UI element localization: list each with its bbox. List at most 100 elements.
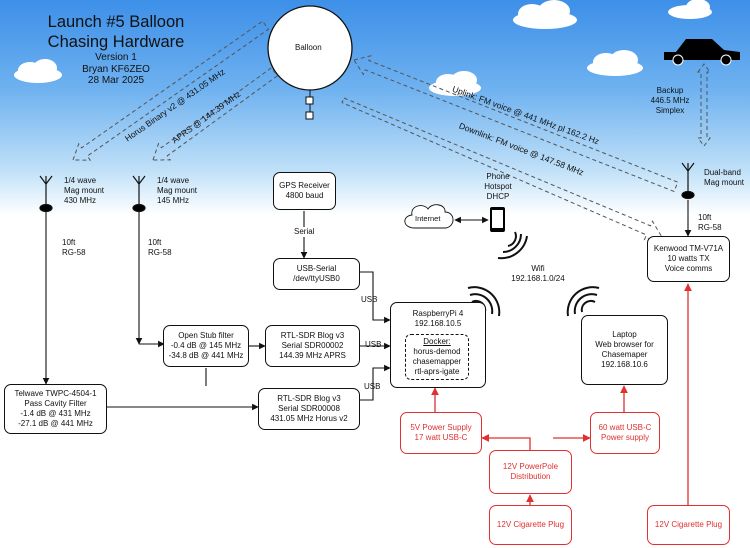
- laptop-box: Laptop Web browser for Chasemaper 192.16…: [581, 315, 668, 385]
- docker-line: chasemapper: [412, 357, 462, 366]
- box-line: -34.8 dB @ 441 MHz: [168, 351, 244, 360]
- antenna-line: Mag mount: [157, 186, 198, 195]
- rtl-sdr-horus-box: RTL-SDR Blog v3 Serial SDR00008 431.05 M…: [258, 388, 360, 430]
- phone-icon: [490, 207, 505, 232]
- cable-line: 10ft: [698, 213, 712, 222]
- backup-line: Simplex: [655, 106, 685, 115]
- date-text: 28 Mar 2025: [87, 75, 145, 86]
- box-line: 12V Cigarette Plug: [496, 520, 565, 529]
- cloud-icon: [668, 0, 712, 19]
- gps-receiver-box: GPS Receiver 4800 baud: [273, 172, 336, 210]
- antenna-line: Mag mount: [64, 186, 105, 195]
- box-line: /dev/ttyUSB0: [293, 274, 340, 283]
- phone-line: Hotspot: [484, 182, 512, 191]
- title-line: Launch #5 Balloon: [47, 13, 185, 31]
- docker-line: Docker:: [423, 337, 451, 346]
- docker-line: rtl-aprs-igate: [414, 367, 460, 376]
- usb-label: USB: [364, 382, 381, 391]
- internet-cloud-icon: [404, 204, 454, 229]
- serial-link-label: Serial: [294, 227, 315, 237]
- cloud-icon: [14, 59, 62, 83]
- box-line: Chasemaper: [601, 350, 648, 359]
- wifi-line: 192.168.1.0/24: [511, 274, 565, 283]
- backup-link-arrow: [697, 63, 711, 147]
- internet-label: Internet: [415, 214, 441, 223]
- box-line: Power supply: [600, 433, 650, 442]
- phone-line: DHCP: [486, 192, 510, 201]
- box-line: 60 watt USB-C: [598, 423, 652, 432]
- downlink-arrow: [341, 97, 663, 241]
- cable-line: RG-58: [148, 248, 172, 257]
- antenna-line: Dual-band: [704, 168, 741, 177]
- box-line: RTL-SDR Blog v3: [277, 394, 341, 403]
- phone-hotspot-label: Phone Hotspot DHCP: [474, 172, 522, 202]
- box-line: Serial SDR00008: [278, 404, 340, 413]
- backup-line: Backup: [656, 86, 684, 95]
- antenna-145-label: 1/4 wave Mag mount 145 MHz: [157, 176, 197, 206]
- box-line: Voice comms: [664, 264, 713, 273]
- box-line: 17 watt USB-C: [414, 433, 468, 442]
- box-line: 192.168.10.6: [601, 360, 648, 369]
- cavity-filter-box: Telwave TWPC-4504-1 Pass Cavity Filter -…: [4, 384, 107, 434]
- box-line: RaspberryPi 4: [412, 309, 464, 318]
- antenna-line: 145 MHz: [157, 196, 190, 205]
- kenwood-radio-box: Kenwood TM-V71A 10 watts TX Voice comms: [647, 236, 730, 282]
- box-line: -1.4 dB @ 431 MHz: [20, 409, 91, 418]
- box-line: 4800 baud: [285, 191, 324, 200]
- antenna-dual-label: Dual-band Mag mount: [704, 168, 744, 188]
- usb-label: USB: [361, 295, 378, 304]
- uplink-arrow: [353, 55, 679, 193]
- cable-145-label: 10ft RG-58: [148, 238, 172, 258]
- sdr2-to-pi: [360, 364, 391, 401]
- box-line: 431.05 MHz Horus v2: [270, 414, 348, 423]
- box-line: Telwave TWPC-4504-1: [14, 389, 97, 398]
- box-line: Serial SDR00002: [281, 341, 344, 350]
- docker-container-box: Docker: horus-demod chasemapper rtl-aprs…: [405, 334, 469, 380]
- cigarette-plug-box: 12V Cigarette Plug: [489, 505, 572, 545]
- powerpole-to-5v: [481, 434, 531, 450]
- car-icon: [664, 39, 740, 66]
- phone-wifi-waves-icon: [497, 231, 528, 260]
- laptop-wifi-waves-icon: [566, 286, 600, 317]
- cable-430-label: 10ft RG-58: [62, 238, 86, 258]
- docker-line: horus-demod: [413, 347, 461, 356]
- antenna-line: 430 MHz: [64, 196, 97, 205]
- wifi-label: Wifi 192.168.1.0/24: [498, 264, 578, 284]
- box-line: 5V Power Supply: [410, 423, 472, 432]
- backup-line: 446.5 MHz: [650, 96, 690, 105]
- antenna-line: 1/4 wave: [64, 176, 97, 185]
- box-line: GPS Receiver: [279, 181, 330, 190]
- rtl-sdr-aprs-box: RTL-SDR Blog v3 Serial SDR00002 144.39 M…: [265, 325, 360, 367]
- cloud-icon: [587, 50, 643, 76]
- antenna-430-icon: [39, 175, 53, 213]
- box-line: 144.39 MHz APRS: [279, 351, 346, 360]
- version-text: Version 1: [95, 52, 137, 63]
- cable-line: RG-58: [62, 248, 86, 257]
- powerpole-distribution-box: 12V PowerPole Distribution: [489, 450, 572, 494]
- cable-dual-label: 10ft RG-58: [698, 213, 722, 233]
- cable-line: 10ft: [148, 238, 162, 247]
- usb-label: USB: [365, 340, 382, 349]
- box-line: Distribution: [510, 472, 551, 481]
- power-supply-5v-box: 5V Power Supply 17 watt USB-C: [400, 412, 482, 454]
- box-line: RTL-SDR Blog v3: [280, 331, 345, 340]
- wifi-line: Wifi: [531, 264, 545, 273]
- cloud-icon: [429, 71, 481, 96]
- horus-link-arrow: [72, 20, 270, 161]
- antenna-145-icon: [132, 175, 146, 213]
- power-supply-60w-box: 60 watt USB-C Power supply: [590, 412, 660, 454]
- page-title: Launch #5 Balloon Chasing Hardware: [10, 12, 222, 52]
- box-line: Web browser for: [595, 340, 654, 349]
- box-line: -0.4 dB @ 145 MHz: [170, 341, 242, 350]
- box-line: Laptop: [612, 330, 637, 339]
- author-text: Bryan KF6ZEO: [82, 63, 150, 75]
- box-line: Pass Cavity Filter: [24, 399, 87, 408]
- phone-line: Phone: [486, 172, 510, 181]
- box-line: USB-Serial: [296, 264, 337, 273]
- box-line: 10 watts TX: [667, 254, 710, 263]
- box-line: 192.168.10.5: [414, 319, 462, 328]
- usb-serial-box: USB-Serial /dev/ttyUSB0: [273, 258, 360, 290]
- cable-line: RG-58: [698, 223, 722, 232]
- antenna-dual-icon: [681, 162, 695, 200]
